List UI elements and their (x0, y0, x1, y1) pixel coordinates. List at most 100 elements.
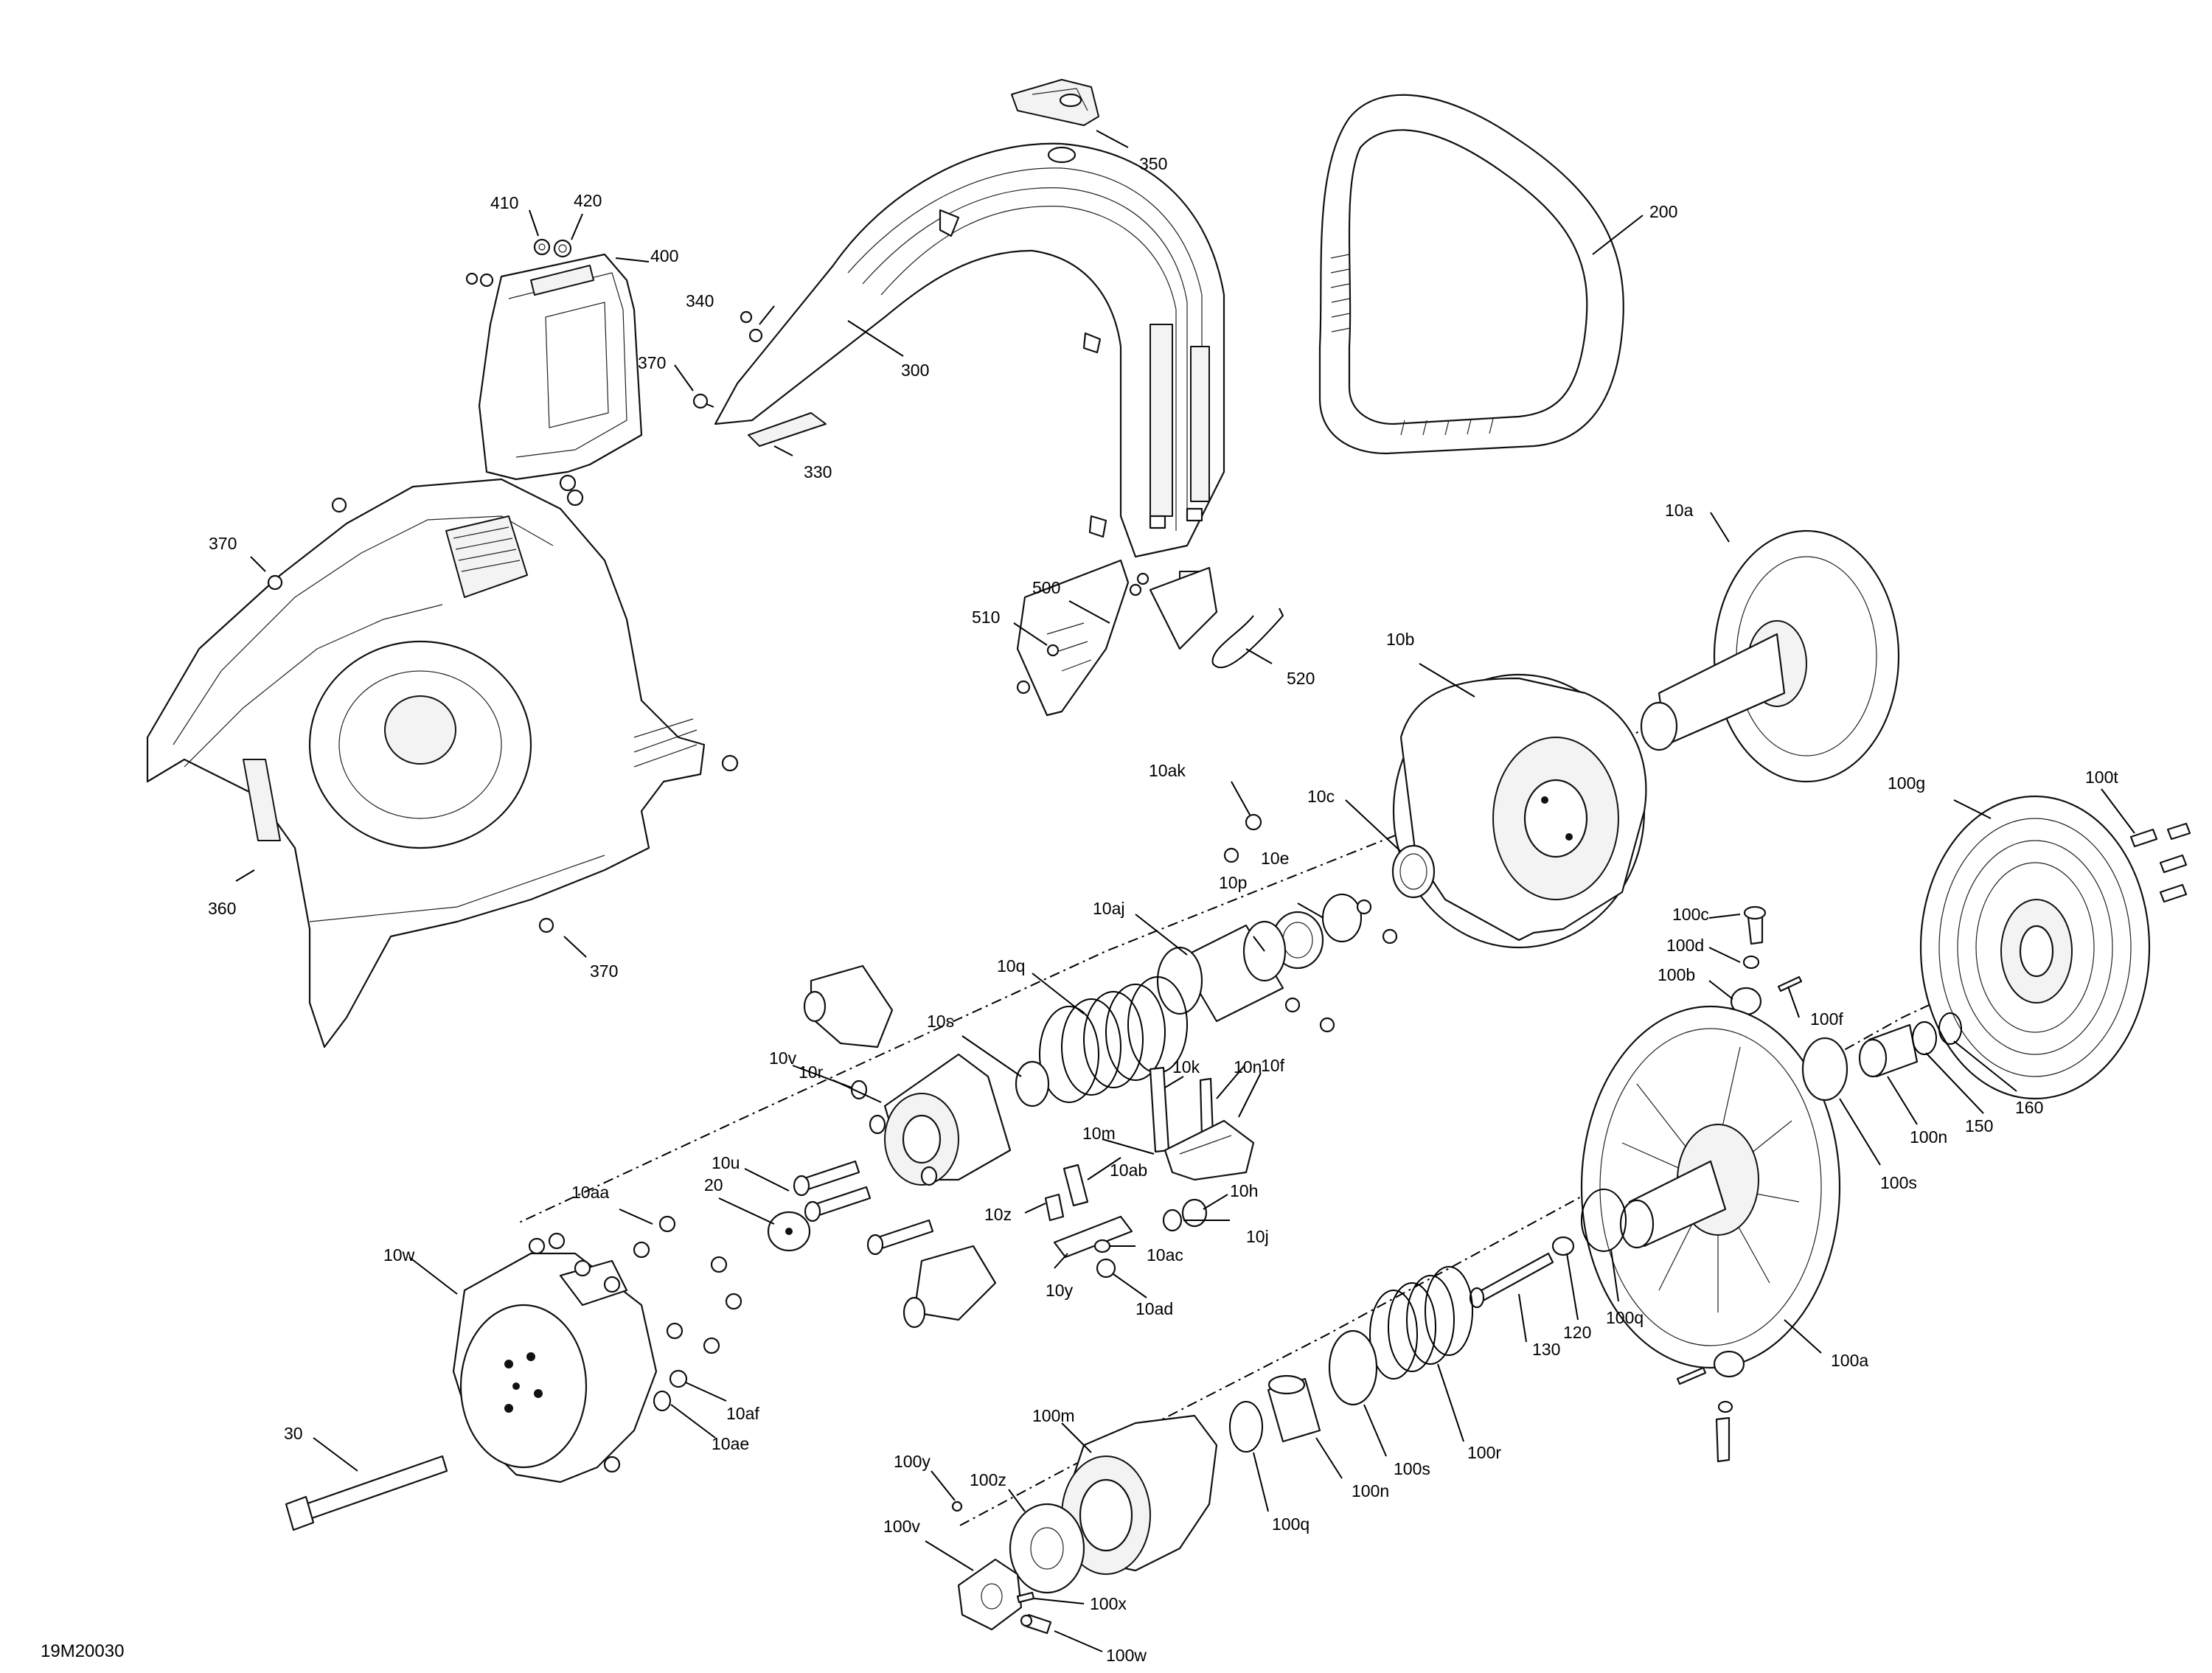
diagram-code: 19M20030 (41, 1641, 124, 1661)
label-100g: 100g (1888, 773, 1925, 793)
part-20-washer (767, 1211, 811, 1252)
part-520-wire-clip (1211, 608, 1284, 669)
label-370-top: 370 (638, 353, 666, 372)
part-410-nut (533, 238, 551, 256)
part-100c-screw (1743, 905, 1767, 945)
label-330: 330 (804, 462, 832, 481)
label-100q-b: 100q (1272, 1514, 1310, 1534)
label-100q-a: 100q (1606, 1308, 1644, 1327)
part-10ad-nut (1096, 1258, 1116, 1279)
part-150-ring (1912, 1021, 1937, 1055)
label-10m: 10m (1082, 1124, 1116, 1143)
part-10u-bolt (793, 1160, 934, 1256)
part-200-drive-belt (1318, 94, 1624, 455)
part-10ae-ring (653, 1391, 671, 1411)
label-370-bottom: 370 (590, 961, 618, 981)
part-10ac-ring (1093, 1239, 1111, 1253)
label-10w: 10w (383, 1245, 415, 1265)
label-10j: 10j (1246, 1227, 1269, 1246)
part-370-push-rivet-top (692, 393, 714, 409)
part-roller-arm-lower (902, 1245, 997, 1329)
part-330-bracket (748, 412, 827, 447)
axis-line-drive (515, 726, 1652, 1225)
part-10aj-sleeve (1156, 920, 1287, 1023)
part-10r-spider (883, 1053, 1012, 1186)
label-10s: 10s (927, 1012, 954, 1031)
label-120: 120 (1563, 1323, 1591, 1342)
part-100s-bushing-b (1328, 1329, 1378, 1406)
label-10ak: 10ak (1149, 761, 1186, 780)
label-10n: 10n (1234, 1057, 1262, 1077)
label-100s-b: 100s (1394, 1459, 1430, 1478)
axis-line-driven (958, 914, 2124, 1527)
part-10c-bushing (1391, 844, 1436, 899)
label-370-left: 370 (209, 534, 237, 553)
label-10ac: 10ac (1147, 1245, 1183, 1265)
part-10ak-screw (1223, 813, 1398, 1033)
label-10b: 10b (1386, 630, 1414, 649)
label-500: 500 (1032, 578, 1060, 597)
part-100d-washer (1743, 956, 1759, 969)
label-340: 340 (686, 291, 714, 310)
part-10w-governor-cup (452, 1232, 658, 1484)
label-10c: 10c (1307, 787, 1335, 806)
label-20: 20 (704, 1175, 723, 1194)
part-100g-driven-sheave (1919, 795, 2151, 1100)
part-360-housing (146, 478, 739, 1048)
part-100a-hardware (1676, 1350, 1745, 1463)
label-410: 410 (490, 193, 518, 212)
part-10z-pin (1044, 1193, 1065, 1222)
label-420: 420 (574, 191, 602, 210)
label-100y: 100y (894, 1452, 931, 1471)
part-100x-pin (1016, 1591, 1035, 1604)
leader-lines (235, 130, 2135, 1652)
part-350-handle (1011, 79, 1099, 126)
label-10y: 10y (1046, 1281, 1074, 1300)
label-10q: 10q (997, 956, 1025, 975)
part-400-panel (465, 253, 643, 507)
label-360: 360 (208, 899, 236, 918)
part-10f-lever (1164, 1119, 1255, 1181)
part-10af-nut (669, 1369, 688, 1388)
part-420-washer (553, 239, 572, 258)
label-10p: 10p (1219, 873, 1247, 892)
label-10aj: 10aj (1093, 899, 1124, 918)
part-100v-nut (957, 1558, 1023, 1631)
part-510-screw (1016, 644, 1060, 695)
label-100f: 100f (1810, 1009, 1843, 1029)
part-100f-pin (1777, 975, 1803, 992)
label-10u: 10u (712, 1153, 740, 1172)
part-500-bracket (1016, 559, 1218, 717)
part-100s-bushing-a (1801, 1037, 1848, 1102)
part-10b-movable-sheave (1392, 673, 1647, 949)
label-10a: 10a (1665, 501, 1694, 520)
label-10k: 10k (1172, 1057, 1200, 1077)
label-100n-a: 100n (1910, 1127, 1947, 1147)
part-100a-movable-sheave (1580, 1005, 1841, 1369)
part-10j-washer (1162, 1208, 1183, 1232)
label-100c: 100c (1672, 905, 1709, 924)
part-10y-weight (1053, 1215, 1133, 1259)
label-10ab: 10ab (1110, 1161, 1147, 1180)
label-100a: 100a (1831, 1351, 1868, 1370)
part-160-ring (1938, 1012, 1962, 1045)
part-100q-ring-b (1229, 1401, 1263, 1453)
label-100b: 100b (1658, 965, 1695, 984)
part-100n-bushing-b (1267, 1374, 1321, 1443)
label-10v: 10v (769, 1048, 797, 1068)
part-100w-screw (1020, 1613, 1052, 1635)
label-10ad: 10ad (1135, 1299, 1173, 1318)
label-150: 150 (1965, 1116, 1993, 1135)
label-10af: 10af (726, 1404, 759, 1423)
label-100z: 100z (970, 1470, 1006, 1489)
part-100y-pin (951, 1500, 963, 1512)
part-340-clip (740, 310, 763, 343)
label-200: 200 (1649, 202, 1677, 221)
part-100n-bushing-a (1858, 1023, 1919, 1078)
label-10ae: 10ae (712, 1434, 749, 1453)
part-10aa-screws (633, 1215, 742, 1354)
part-100t-screws (2129, 822, 2191, 903)
part-10e-ring (1322, 894, 1362, 942)
label-10r: 10r (799, 1062, 824, 1082)
